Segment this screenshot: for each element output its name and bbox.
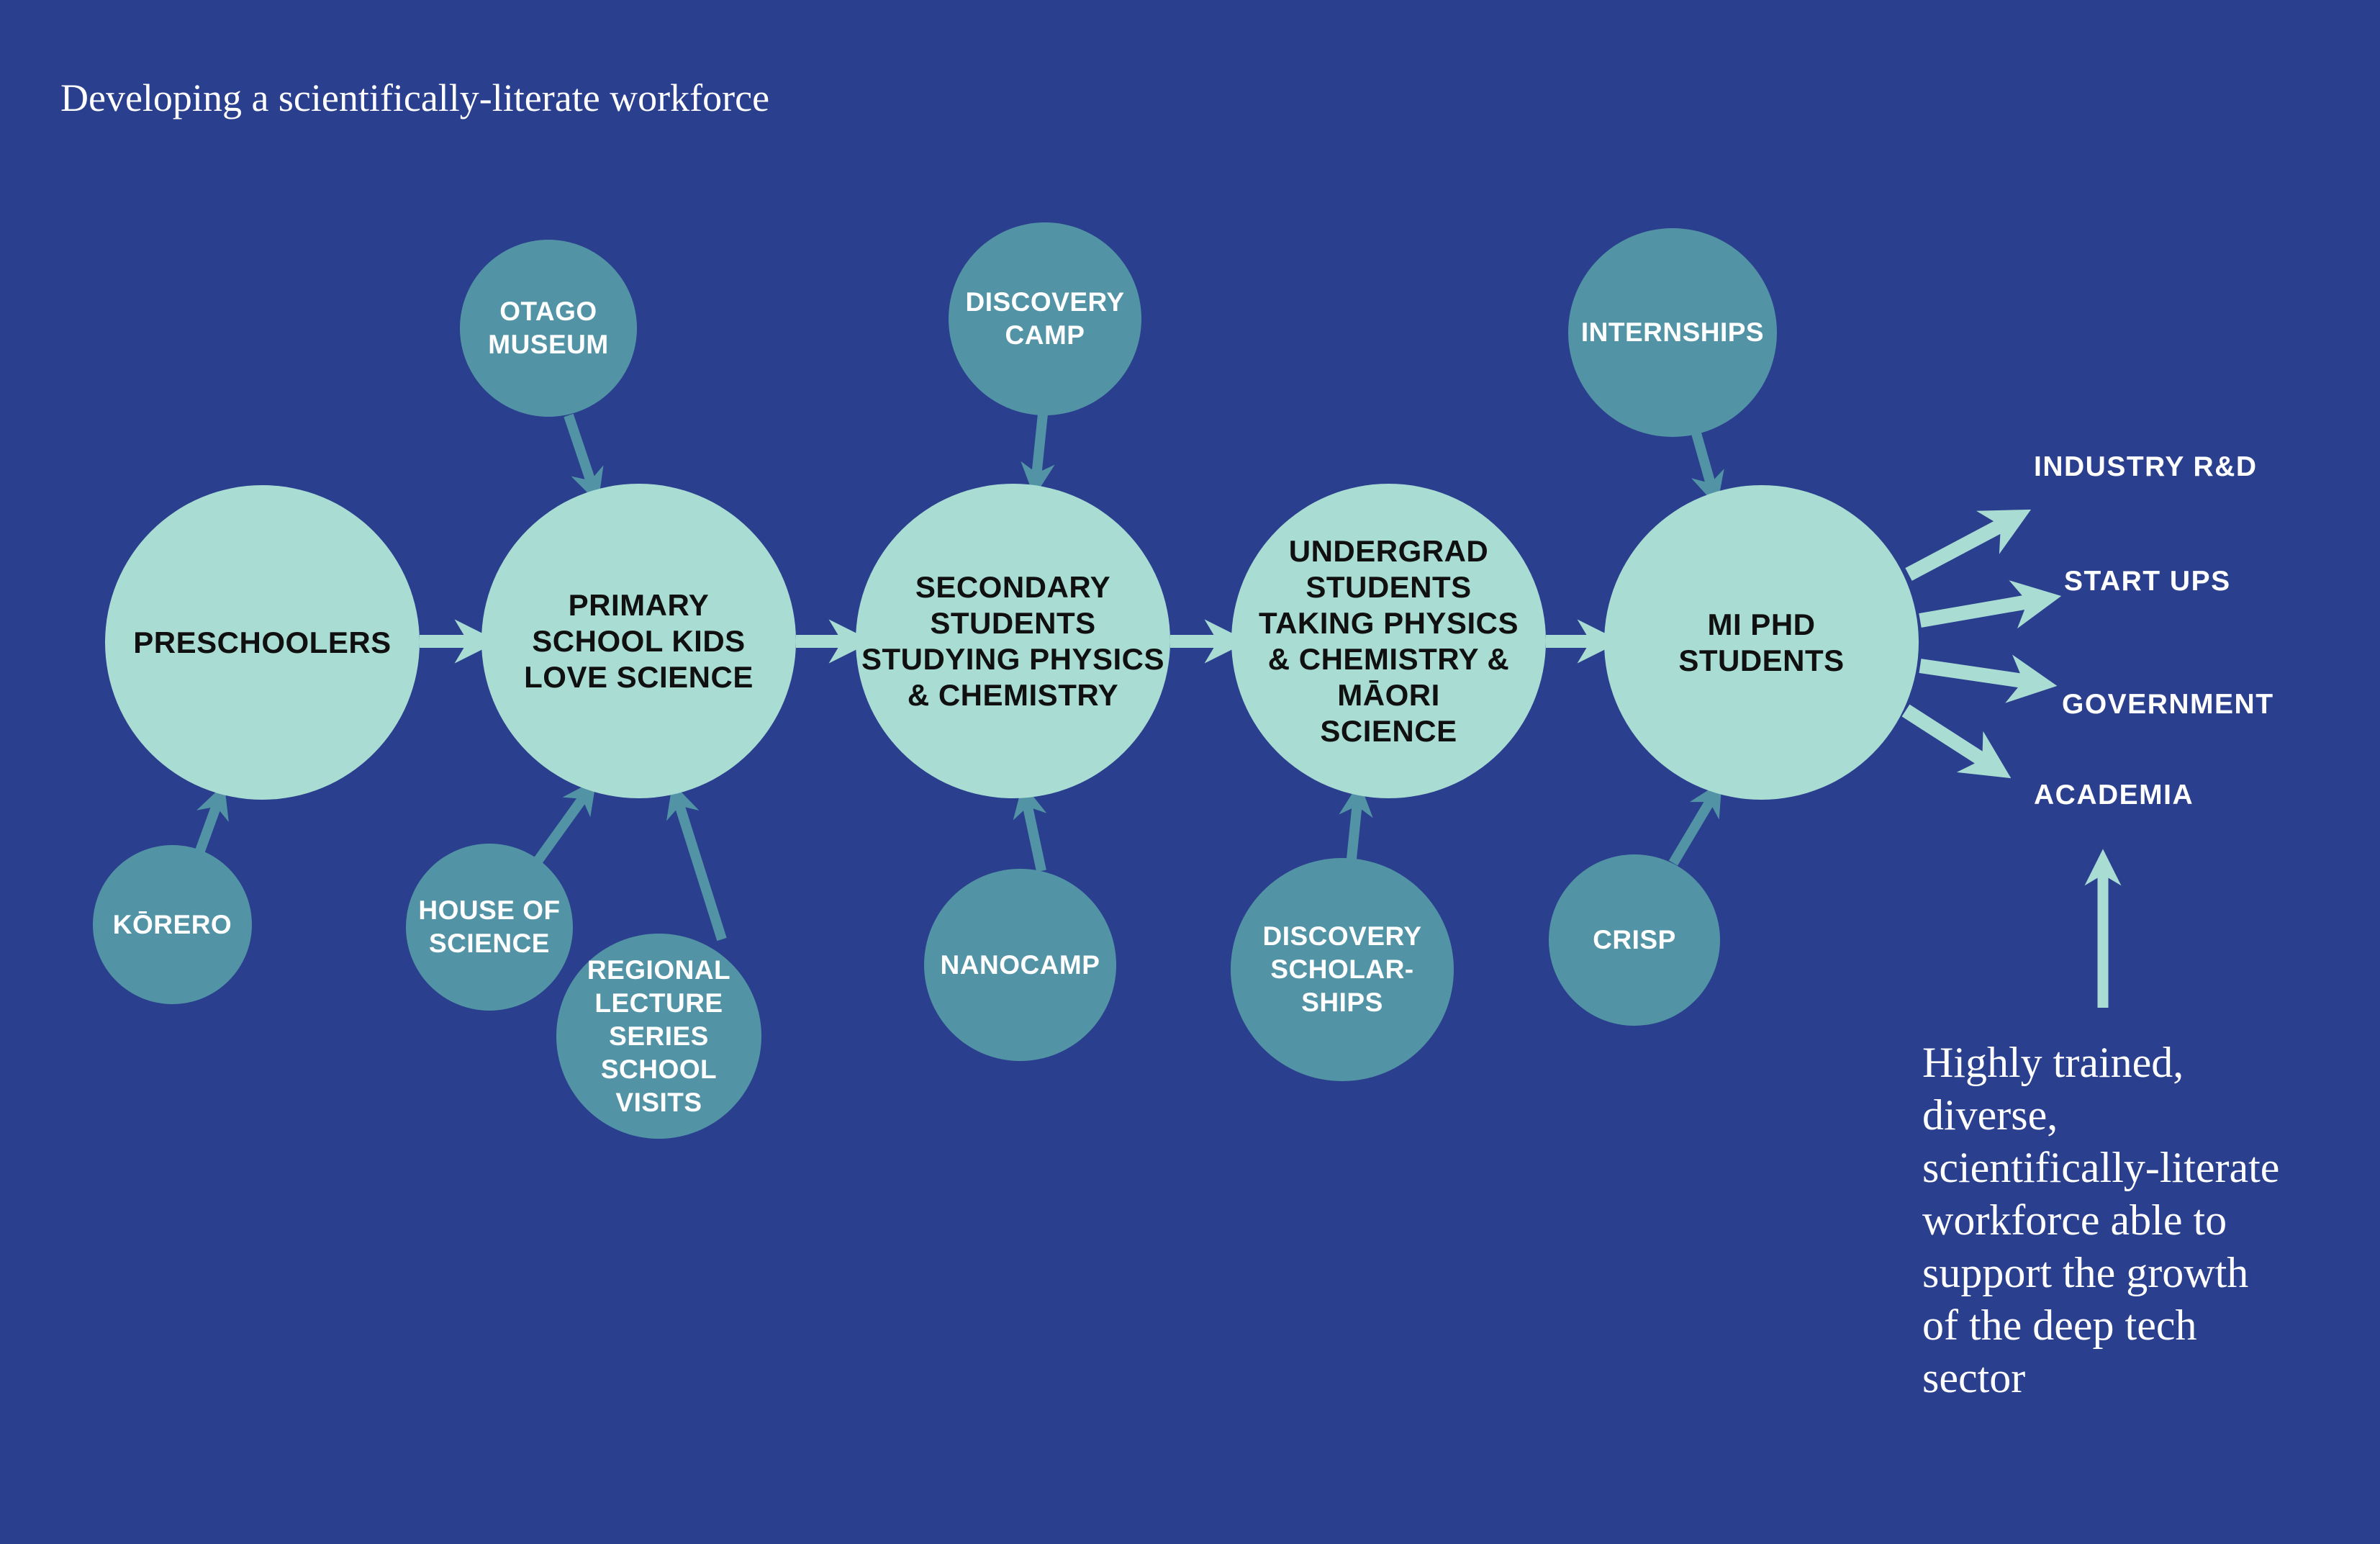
outcome-label-academia: ACADEMIA — [2034, 780, 2194, 811]
stage-label: UNDERGRAD STUDENTS TAKING PHYSICS & CHEM… — [1259, 533, 1519, 748]
outcome-arrows — [1901, 509, 2062, 779]
stage-circle-mi-phd-students: MI PHD STUDENTS — [1604, 485, 1919, 800]
program-label: REGIONAL LECTURE SERIES SCHOOL VISITS — [587, 954, 731, 1117]
arrow-discovery-scholarships-to-undergrad — [1339, 782, 1373, 859]
program-circle-otago-museum: OTAGO MUSEUM — [460, 240, 637, 417]
arrow-otago-museum-to-primary — [564, 413, 604, 504]
arrow-discovery-camp-to-secondary — [1021, 413, 1055, 497]
stage-circle-secondary-students: SECONDARY STUDENTS STUDYING PHYSICS & CH… — [856, 484, 1170, 798]
program-circle-internships: INTERNSHIPS — [1568, 228, 1777, 437]
support-arrows — [195, 413, 1724, 942]
outcome-label-industry-rd: INDUSTRY R&D — [2034, 451, 2258, 482]
program-label: NANOCAMP — [940, 949, 1100, 980]
program-label: DISCOVERY SCHOLAR- SHIPS — [1262, 921, 1422, 1017]
arrow-phd-to-start-ups — [1919, 580, 2062, 629]
program-label: HOUSE OF SCIENCE — [418, 895, 561, 958]
stage-circle-preschoolers: PRESCHOOLERS — [105, 485, 420, 800]
program-circle-korero: KŌRERO — [93, 845, 252, 1004]
diagram-title: Developing a scientifically-literate wor… — [60, 76, 770, 119]
arrow-korero-to-preschoolers — [195, 784, 229, 853]
stage-label: PRIMARY SCHOOL KIDS LOVE SCIENCE — [524, 587, 754, 694]
program-label: CRISP — [1593, 925, 1676, 954]
outcome-label-start-ups: START UPS — [2064, 566, 2231, 597]
program-circle-discovery-camp: DISCOVERY CAMP — [949, 222, 1141, 415]
stage-label: PRESCHOOLERS — [133, 625, 392, 659]
arrow-internships-to-phd — [1691, 432, 1724, 507]
program-label: KŌRERO — [112, 909, 232, 939]
arrow-regional-lecture-to-primary — [666, 782, 727, 942]
arrow-phd-to-government — [1919, 654, 2058, 703]
program-circle-discovery-scholarships: DISCOVERY SCHOLAR- SHIPS — [1231, 858, 1454, 1081]
program-label: INTERNSHIPS — [1580, 317, 1765, 347]
stage-circle-primary-school: PRIMARY SCHOOL KIDS LOVE SCIENCE — [481, 484, 796, 798]
outcome-label-government: GOVERNMENT — [2062, 689, 2274, 720]
program-label: DISCOVERY CAMP — [965, 287, 1125, 350]
arrow-phd-to-academia — [1901, 704, 2012, 779]
program-circle-house-of-science: HOUSE OF SCIENCE — [406, 844, 573, 1011]
program-circle-regional-lecture-series: REGIONAL LECTURE SERIES SCHOOL VISITS — [556, 934, 761, 1139]
stage-label: MI PHD STUDENTS — [1678, 607, 1845, 677]
arrow-phd-to-industry-rd — [1905, 509, 2032, 581]
program-circle-crisp: CRISP — [1549, 854, 1720, 1026]
stage-label: SECONDARY STUDENTS STUDYING PHYSICS & CH… — [861, 569, 1165, 712]
arrow-house-of-science-to-primary — [534, 779, 597, 864]
arrow-crisp-to-phd — [1668, 781, 1722, 866]
stage-circle-undergrad-students: UNDERGRAD STUDENTS TAKING PHYSICS & CHEM… — [1231, 484, 1546, 798]
summary-text: Highly trained, diverse, scientifically-… — [1922, 1039, 2280, 1401]
arrow-nanocamp-to-secondary — [1013, 783, 1047, 872]
program-label: OTAGO MUSEUM — [488, 297, 609, 359]
program-circle-nanocamp: NANOCAMP — [924, 869, 1116, 1061]
